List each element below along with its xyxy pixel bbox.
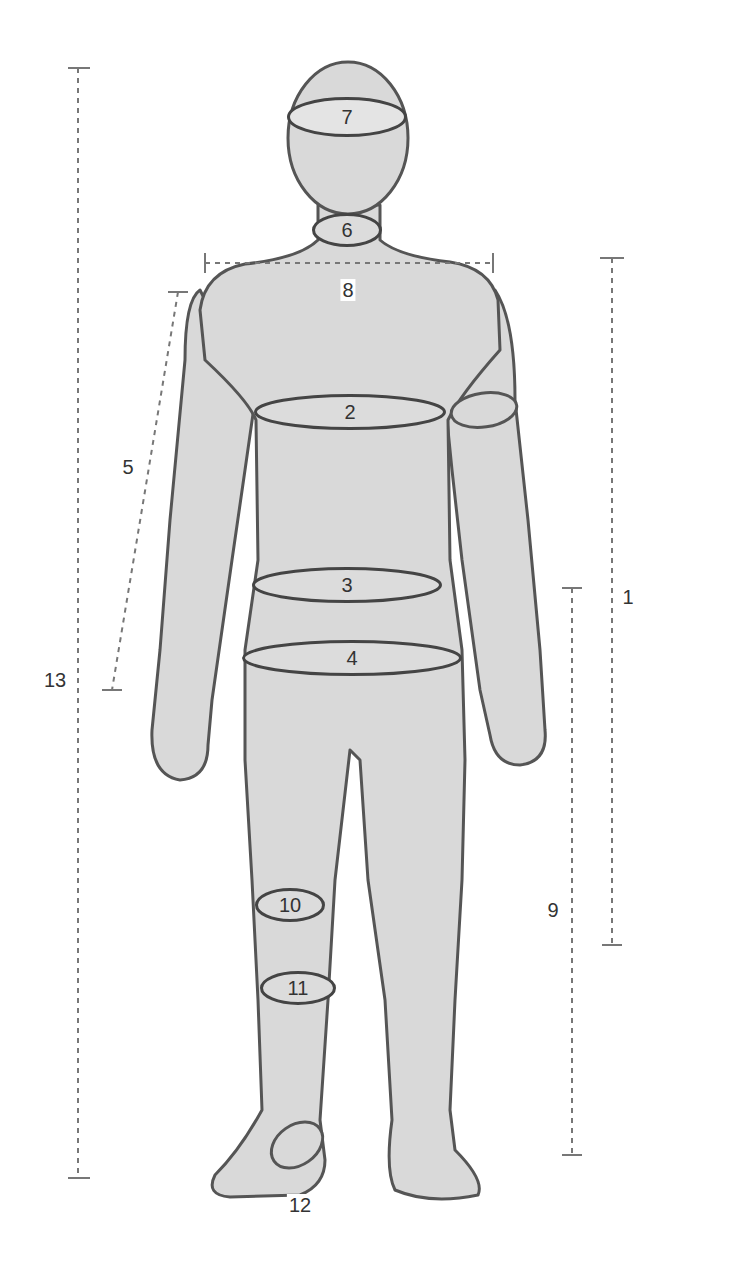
callout-number: 13 (42, 669, 68, 691)
dim-tick (600, 257, 624, 259)
callout-number: 3 (341, 575, 352, 595)
measure-ellipse: 3 (252, 567, 442, 603)
measure-ellipse: 4 (242, 640, 462, 676)
dim-tick (204, 253, 206, 273)
dim-tick (68, 67, 90, 69)
dim-tick (102, 689, 122, 691)
callout-number: 4 (346, 648, 357, 668)
dim-tick (602, 944, 622, 946)
head (288, 62, 408, 214)
torso-legs (200, 205, 500, 1199)
arm-band (449, 389, 519, 432)
measure-ellipse: 6 (312, 213, 382, 247)
measure-ellipse: 10 (255, 888, 325, 922)
dim-line (112, 292, 178, 690)
callout-number: 1 (620, 586, 635, 608)
callout-number: 7 (341, 107, 352, 127)
foot-band (263, 1113, 332, 1178)
dim-line (571, 588, 573, 1155)
callout-number: 11 (288, 978, 309, 998)
dim-line (205, 262, 493, 264)
dim-tick (68, 1177, 90, 1179)
dim-line (77, 68, 79, 1178)
callout-number: 6 (341, 220, 352, 240)
callout-number: 10 (279, 895, 301, 915)
dim-tick (168, 291, 188, 293)
measure-ellipse: 11 (260, 971, 336, 1005)
callout-number: 8 (340, 279, 355, 301)
measure-ellipse: 2 (254, 394, 446, 430)
callout-number: 12 (287, 1194, 313, 1216)
dim-tick (562, 587, 582, 589)
dim-line (611, 258, 613, 945)
callout-number: 9 (545, 899, 560, 921)
callout-number: 2 (344, 402, 355, 422)
callout-number: 5 (120, 456, 135, 478)
dim-tick (492, 253, 494, 273)
measure-ellipse: 7 (287, 97, 407, 137)
dim-tick (562, 1154, 582, 1156)
